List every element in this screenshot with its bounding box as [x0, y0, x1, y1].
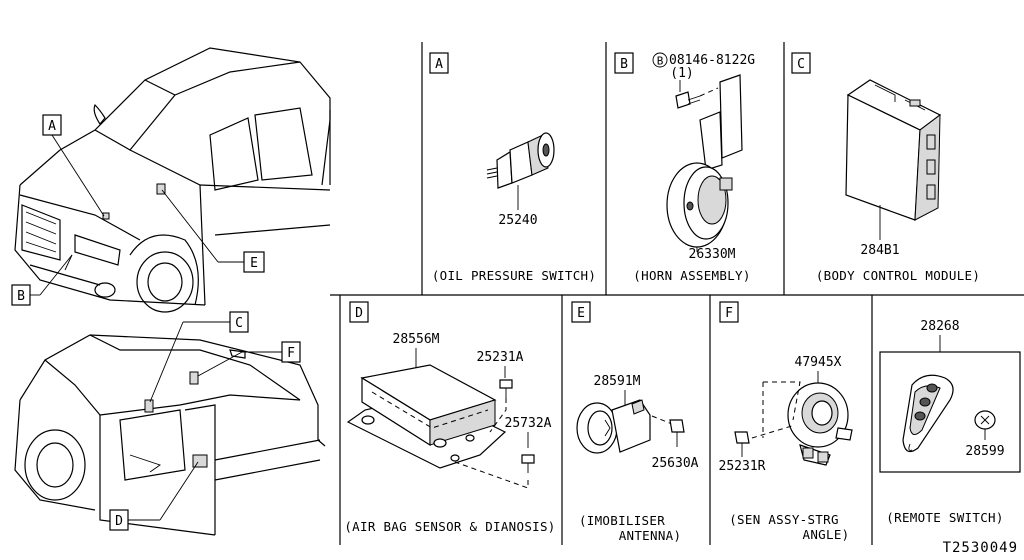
panel-d-letter: D: [355, 306, 363, 321]
callout-d-label: D: [115, 514, 123, 529]
panel-f-caption-line-2: ANGLE): [803, 527, 850, 542]
panel-f: F 47945X 25231R (SEN ASSY-STRG ANGLE): [719, 301, 853, 542]
panel-b-caption: (HORN ASSEMBLY): [633, 268, 750, 283]
panel-f-part-number-2: 25231R: [719, 459, 766, 474]
truck-front-illustration: [14, 47, 331, 313]
panel-b-bolt-symbol: B: [657, 55, 664, 68]
remote-switch-part: [902, 374, 954, 453]
panel-a-part-number: 25240: [498, 213, 537, 228]
callout-e-label: E: [250, 256, 258, 271]
panel-f-letter: F: [725, 306, 733, 321]
panel-d-caption: (AIR BAG SENSOR & DIANOSIS): [344, 519, 555, 534]
remote-battery-part: [974, 410, 996, 430]
callout-b-label: B: [17, 289, 25, 304]
panel-c-part-number: 284B1: [860, 243, 899, 258]
panel-b-part-number: 26330M: [689, 247, 736, 262]
panel-e-part-number-1: 28591M: [594, 374, 641, 389]
reference-code: T2530049: [943, 540, 1018, 556]
panel-d-part-number-2: 25231A: [477, 350, 524, 365]
callout-f-label: F: [287, 346, 295, 361]
callout-a-label: A: [48, 119, 56, 134]
air-bag-bolt-upper: [499, 379, 513, 398]
panel-remote-part-number-1: 28268: [920, 319, 959, 334]
panel-e-letter: E: [577, 306, 585, 321]
panel-a-letter: A: [435, 57, 443, 72]
panel-grid: [330, 42, 1024, 545]
panel-e-part-number-2: 25630A: [652, 456, 699, 471]
panel-d-part-number-1: 28556M: [393, 332, 440, 347]
callout-a: A: [42, 114, 105, 217]
callout-d: D: [109, 461, 199, 531]
panel-b-bolt-qty: (1): [670, 66, 693, 81]
air-bag-bolt-lower: [521, 454, 535, 473]
panel-f-part-number-1: 47945X: [795, 355, 842, 370]
steering-angle-sensor-part: [787, 382, 853, 466]
horn-bolt-part: [675, 91, 701, 109]
panel-e-caption-line-2: ANTENNA): [619, 528, 682, 543]
body-control-module-part: [845, 79, 942, 221]
panel-d-part-number-3: 25732A: [505, 416, 552, 431]
panel-c: C 284B1 (BODY CONTROL MODULE): [791, 52, 980, 283]
panel-remote: 28268 28599 (REMOTE SWITCH): [879, 319, 1021, 525]
truck-rear-illustration: [14, 334, 326, 536]
panel-c-caption: (BODY CONTROL MODULE): [816, 268, 980, 283]
panel-a: A 25240 (OIL PRESSURE SWITCH): [429, 52, 596, 283]
callout-b: B: [11, 254, 73, 306]
panel-d: D 28556M 25231A 25732A (AIR BAG SENSOR: [344, 301, 555, 534]
panel-e: E 28591M 25630A (IMOBILISER ANTENNA): [571, 301, 699, 543]
callout-c-label: C: [235, 316, 243, 331]
panel-e-caption-line-1: (IMOBILISER: [579, 513, 665, 528]
panel-f-caption-line-1: (SEN ASSY-STRG: [729, 512, 839, 527]
callout-c: C: [149, 311, 249, 403]
immobiliser-screw-part: [669, 419, 685, 447]
panel-c-letter: C: [797, 57, 805, 72]
panel-b-letter: B: [620, 57, 628, 72]
callout-f: F: [197, 341, 301, 377]
panel-remote-caption: (REMOTE SWITCH): [886, 510, 1003, 525]
callout-e: E: [161, 189, 265, 273]
air-bag-sensor-part: [346, 364, 507, 469]
oil-pressure-switch-part: [486, 132, 555, 189]
panel-b: B B 08146-8122G (1) 26330M (HORN ASSEMBL…: [614, 52, 755, 283]
horn-assembly-part: [666, 74, 743, 248]
steering-sensor-screw-part: [734, 431, 750, 457]
panel-remote-part-number-2: 28599: [965, 444, 1004, 459]
panel-a-caption: (OIL PRESSURE SWITCH): [432, 268, 596, 283]
immobiliser-antenna-part: [576, 399, 651, 454]
panel-b-bolt-number: 08146-8122G: [669, 53, 755, 68]
